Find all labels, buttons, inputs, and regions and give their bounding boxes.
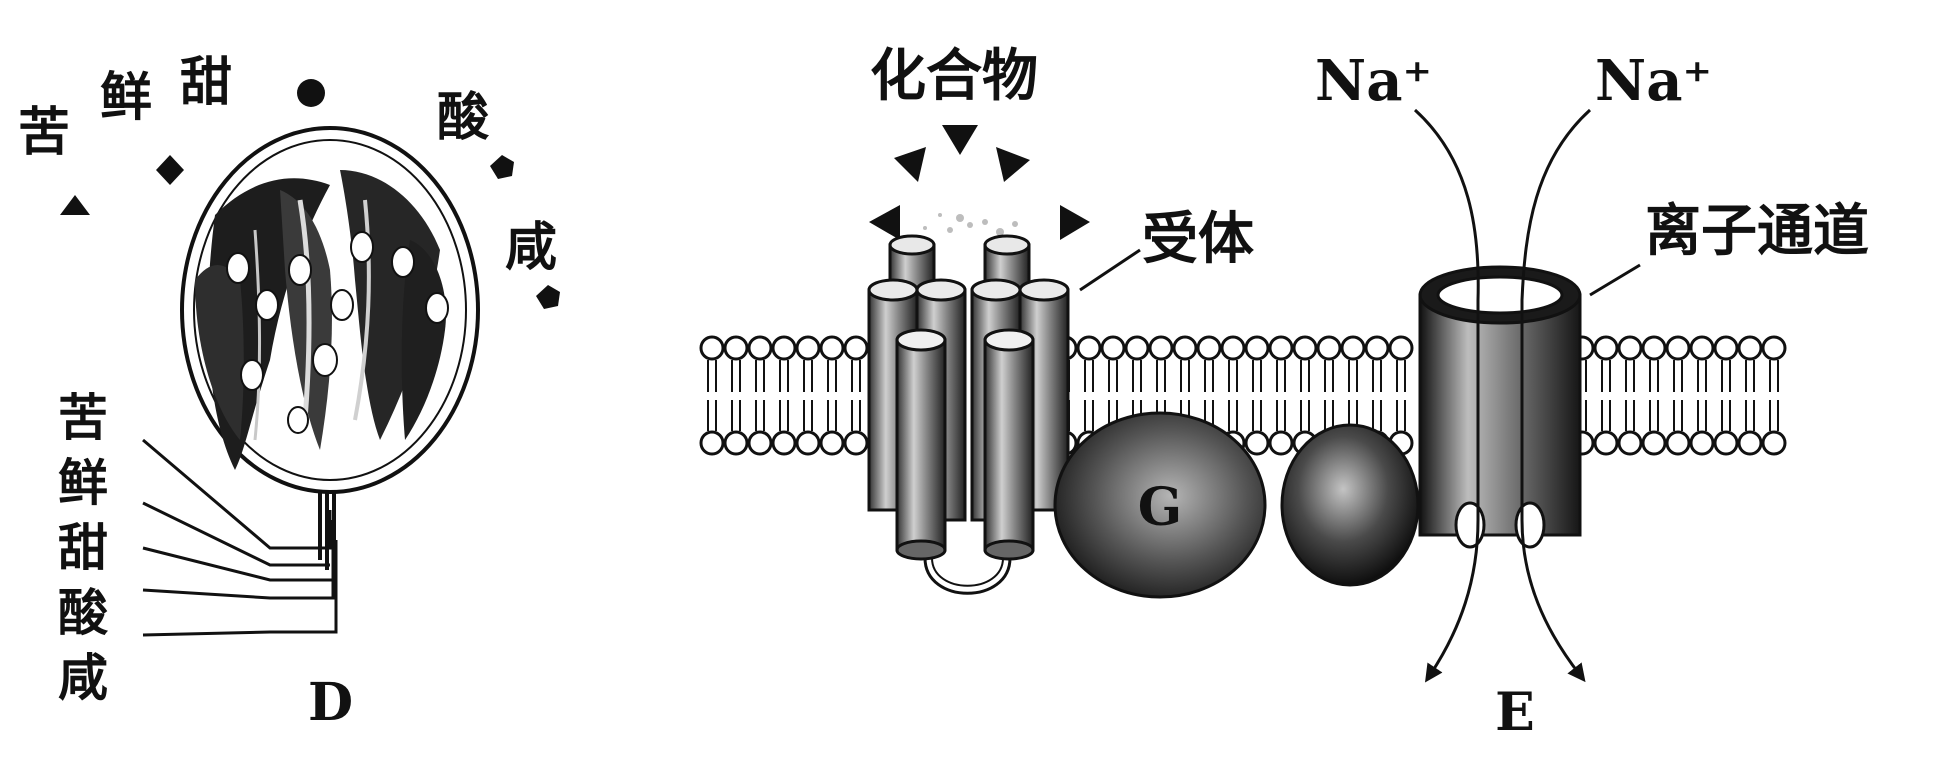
sweet-dot-icon (297, 79, 325, 107)
lipid-head (819, 335, 845, 361)
lipid-head (1761, 430, 1787, 456)
ion-channel (1418, 265, 1582, 549)
sodium-label-left: Na⁺ (1315, 48, 1432, 114)
lipid-head (1364, 335, 1390, 361)
lipid-head (1340, 335, 1366, 361)
lipid-head (1292, 335, 1318, 361)
lipid-head (1713, 430, 1739, 456)
effector-enzyme (1280, 423, 1420, 587)
lipid-head (699, 335, 725, 361)
sodium-flow-arrow (1520, 108, 1592, 683)
sodium-label-right: Na⁺ (1595, 48, 1712, 114)
lipid-head (1617, 335, 1643, 361)
nerve-label-salty: 咸 (58, 648, 108, 707)
receptor-label: 受体 (1142, 206, 1254, 272)
ion-channel-leader-line (1589, 263, 1641, 297)
nerve-fibers (142, 438, 338, 637)
lipid-head (1268, 335, 1294, 361)
compound-triangle-icon (942, 125, 978, 155)
lipid-head (1737, 335, 1763, 361)
nerve-label-umami: 鲜 (58, 453, 108, 512)
lipid-head (1196, 335, 1222, 361)
lipid-head (771, 335, 797, 361)
lipid-head (1148, 335, 1174, 361)
lipid-head (699, 430, 725, 456)
nerve-label-bitter: 苦 (58, 388, 108, 447)
compound-triangle-icon (894, 147, 926, 182)
lipid-head (1617, 430, 1643, 456)
lipid-head (795, 335, 821, 361)
sour-pentagon-icon (490, 155, 514, 179)
lipid-head (1641, 430, 1667, 456)
lipid-head (1761, 335, 1787, 361)
membrane-bilayer (699, 335, 1787, 456)
receptor-panel: 化合物 (699, 43, 1869, 743)
taste-bud-panel: 苦 鲜 甜 酸 咸 (18, 52, 560, 733)
lipid-head (1593, 430, 1619, 456)
lipid-head (1665, 430, 1691, 456)
lipid-head (723, 430, 749, 456)
lipid-head (1076, 335, 1102, 361)
sodium-flow-arrow (1413, 108, 1480, 683)
compound-triangle-icon (869, 205, 900, 240)
lipid-head (1593, 335, 1619, 361)
g-protein-label: G (1138, 477, 1182, 538)
nerve-label-sweet: 甜 (58, 518, 108, 577)
compound-triangle-icon (1060, 205, 1090, 240)
lipid-head (1689, 430, 1715, 456)
bitter-triangle-icon (60, 195, 90, 215)
lipid-head (1244, 335, 1270, 361)
lipid-head (1665, 335, 1691, 361)
lipid-head (747, 430, 773, 456)
salty-pentagon-icon (536, 285, 560, 309)
lipid-head (1388, 335, 1414, 361)
taste-bud (180, 126, 480, 575)
g-protein (1053, 411, 1267, 599)
lipid-head (819, 430, 845, 456)
lipid-head (1244, 430, 1270, 456)
umami-diamond-icon (156, 155, 184, 185)
compound-label: 化合物 (870, 43, 1038, 109)
binding-cloud (923, 213, 1018, 236)
receptor (867, 234, 1070, 595)
lipid-head (747, 335, 773, 361)
output-label-e: E (1495, 682, 1535, 743)
compound-triangle-icon (996, 147, 1030, 182)
lipid-head (1172, 335, 1198, 361)
lipid-head (795, 430, 821, 456)
lipid-head (1220, 335, 1246, 361)
lipid-head (1316, 335, 1342, 361)
tastant-label-sour: 酸 (437, 87, 490, 148)
nerve-label-d: D (308, 672, 353, 733)
tastant-label-bitter: 苦 (18, 102, 70, 163)
tastant-label-umami: 鲜 (100, 67, 152, 128)
lipid-head (1641, 335, 1667, 361)
lipid-head (843, 430, 869, 456)
receptor-leader-line (1079, 248, 1141, 292)
lipid-head (1268, 430, 1294, 456)
nerve-label-sour: 酸 (58, 583, 109, 642)
lipid-head (1124, 335, 1150, 361)
lipid-head (1713, 335, 1739, 361)
lipid-head (723, 335, 749, 361)
lipid-head (843, 335, 869, 361)
lipid-head (1100, 335, 1126, 361)
lipid-head (1689, 335, 1715, 361)
ion-channel-label: 离子通道 (1645, 198, 1869, 264)
lipid-head (771, 430, 797, 456)
tastant-label-sweet: 甜 (180, 52, 232, 113)
tastant-label-salty: 咸 (505, 217, 557, 278)
lipid-head (1737, 430, 1763, 456)
